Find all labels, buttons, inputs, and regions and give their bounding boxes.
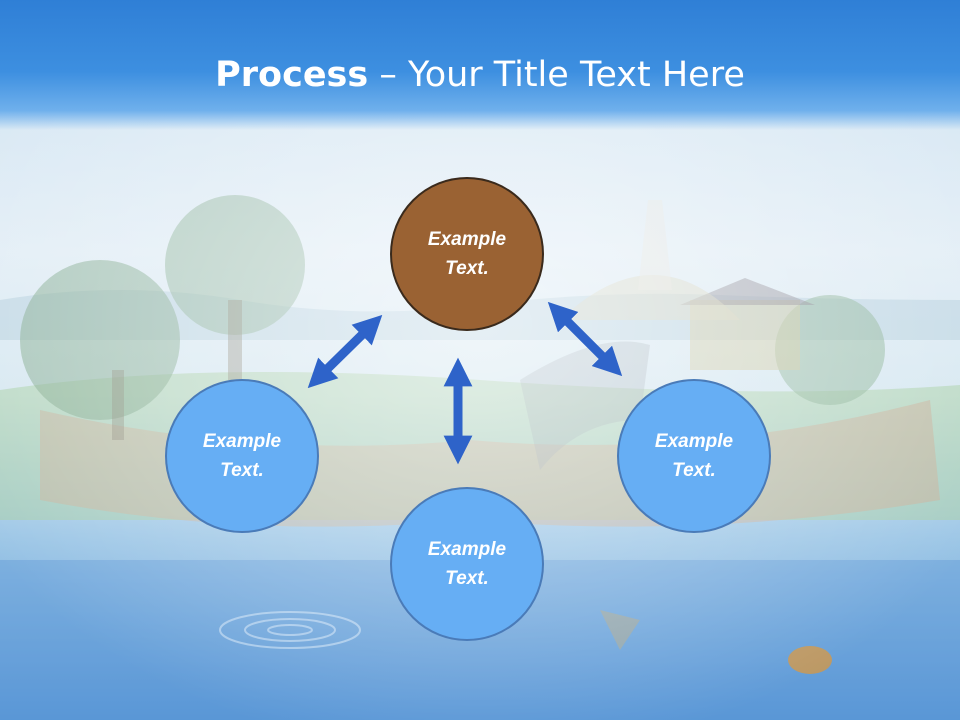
process-node-bottom-label: Example Text. — [427, 539, 507, 589]
title-bar — [0, 0, 960, 130]
title-bold: Process — [215, 55, 369, 95]
process-node-left-label: Example Text. — [202, 431, 282, 481]
process-node-left: Example Text. — [165, 379, 319, 533]
process-node-right: Example Text. — [617, 379, 771, 533]
process-node-top: Example Text. — [390, 177, 544, 331]
process-node-bottom: Example Text. — [390, 487, 544, 641]
process-node-right-label: Example Text. — [654, 431, 734, 481]
process-node-top-label: Example Text. — [427, 229, 507, 279]
title-rest: – Your Title Text Here — [368, 55, 745, 95]
slide-title: Process – Your Title Text Here — [0, 52, 960, 98]
